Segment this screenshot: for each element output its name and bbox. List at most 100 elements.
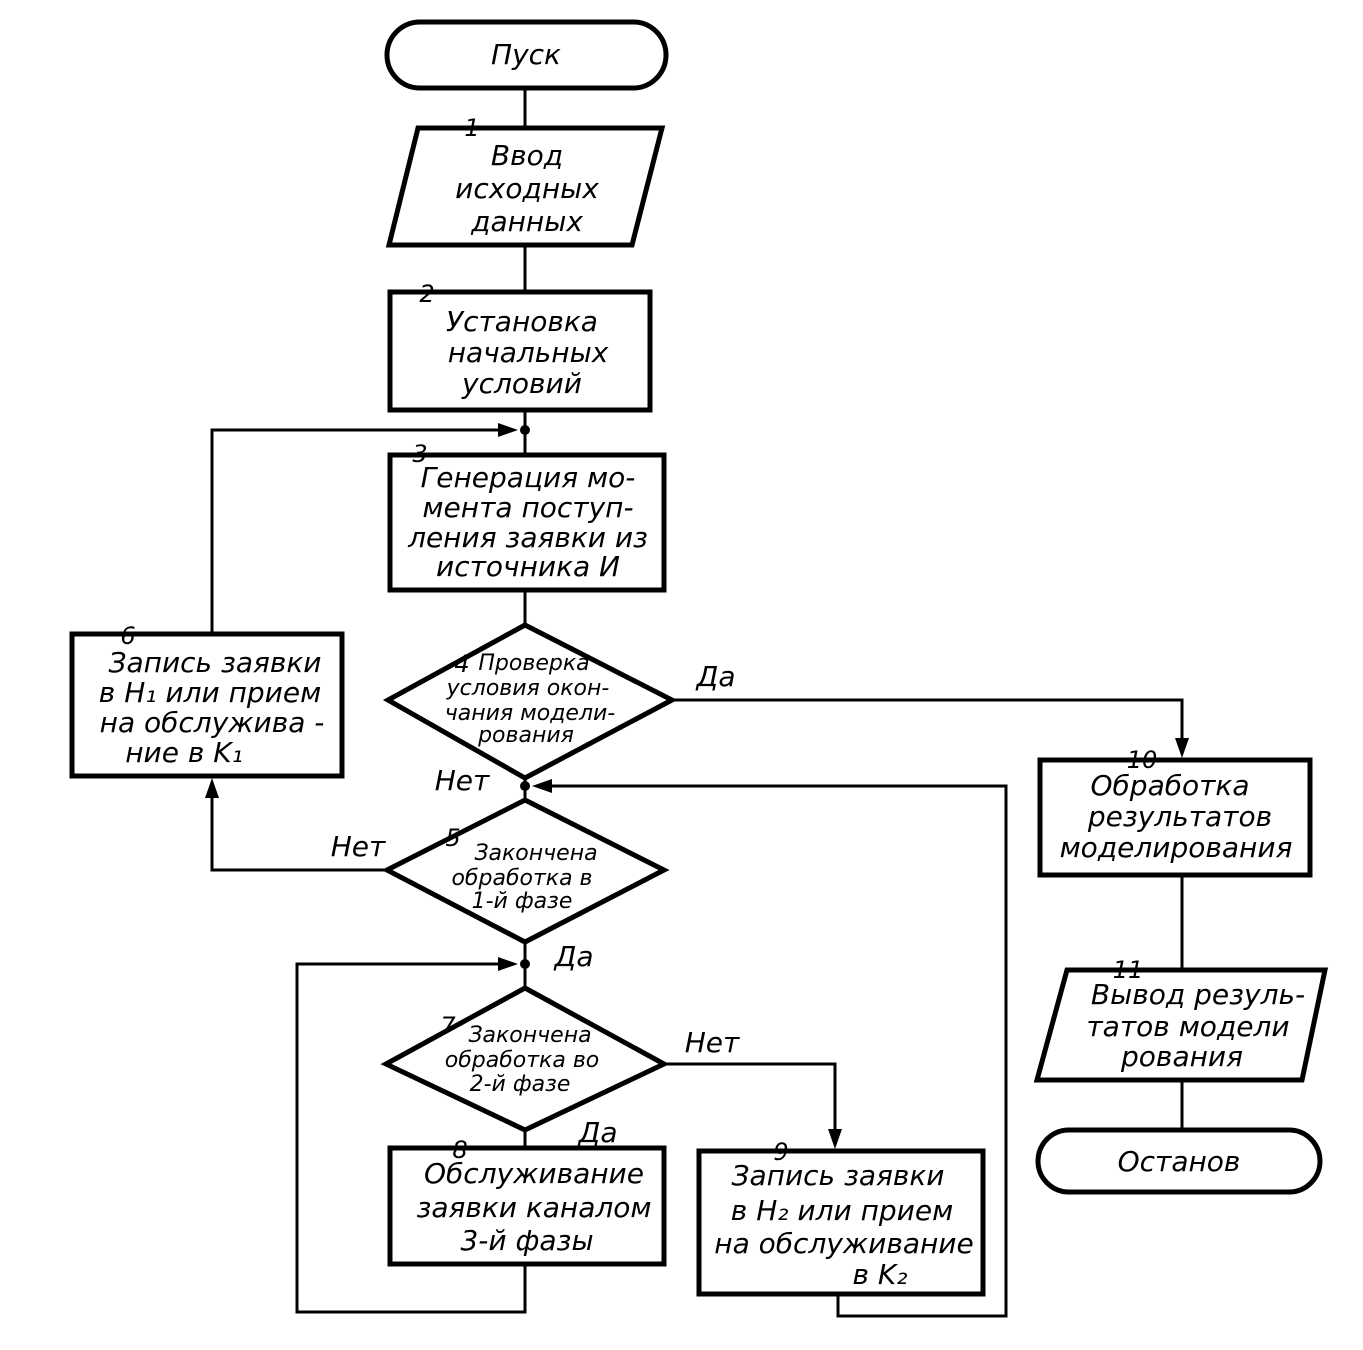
block-8-process: 8 Обслуживание заявки каналом 3-й фазы xyxy=(387,1136,667,1267)
start-shape xyxy=(384,19,669,91)
block-4-number: 4 xyxy=(454,650,469,678)
block-1-shape xyxy=(385,125,666,248)
branch-label-5-yes: Да xyxy=(552,940,593,973)
block-6-number: 6 xyxy=(120,622,135,650)
block-6-shape xyxy=(69,631,345,779)
block-10-shape xyxy=(1037,757,1313,878)
block-9-shape xyxy=(696,1148,986,1297)
arrowhead-into-b7-junction xyxy=(498,957,518,971)
block-3-line-1: Генерация мо- xyxy=(421,461,636,494)
block-3-number: 3 xyxy=(412,440,427,468)
block-11-number: 11 xyxy=(1113,956,1144,984)
stop-terminator: Останов xyxy=(1035,1127,1323,1195)
block-2-line-3: условий xyxy=(461,367,582,400)
block-5-line-3: 1-й фазе xyxy=(472,889,573,914)
arrowhead-into-b10 xyxy=(1175,738,1189,758)
block-5-line-1: Закончена xyxy=(474,841,597,866)
block-9-line-3: на обслуживание xyxy=(714,1227,973,1260)
block-4-line-4: рования xyxy=(477,723,574,748)
block-6-line-3: на обслужива - xyxy=(100,706,325,739)
block-6-line-1: Запись заявки xyxy=(109,646,322,679)
stop-label: Останов xyxy=(1118,1145,1241,1178)
block-8-line-1: Обслуживание xyxy=(424,1157,644,1190)
block-2-process: 2 Установка начальных условий xyxy=(387,280,653,413)
block-9-line-2: в H₂ или прием xyxy=(731,1194,953,1227)
arrowheads xyxy=(205,423,1189,1149)
block-5-decision: 5 Закончена обработка в 1-й фазе xyxy=(381,797,670,945)
junction-dot-b7 xyxy=(520,959,530,969)
block-8-number: 8 xyxy=(452,1136,467,1164)
edge-b9-loop-b5 xyxy=(538,784,1008,1318)
block-10-line-2: результатов xyxy=(1087,800,1272,833)
block-9-line-4: в K₂ xyxy=(853,1258,908,1291)
branch-labels: Да Нет Нет Да Нет Да xyxy=(331,660,740,1149)
block-5-number: 5 xyxy=(445,824,460,852)
block-3-shape xyxy=(387,452,667,593)
block-11-output: 11 Вывод резуль- татов модели рования xyxy=(1033,956,1329,1083)
branch-label-5-no: Нет xyxy=(331,830,386,863)
block-8-line-2: заявки каналом xyxy=(416,1191,651,1224)
block-4-line-3: чания модели- xyxy=(445,701,616,726)
stop-shape xyxy=(1035,1127,1323,1195)
block-11-line-1: Вывод резуль- xyxy=(1091,978,1305,1011)
block-3-line-2: мента поступ- xyxy=(422,491,633,524)
block-2-shape xyxy=(387,289,653,413)
block-7-line-1: Закончена xyxy=(468,1023,591,1048)
junction-dot-b5 xyxy=(520,781,530,791)
block-7-number: 7 xyxy=(440,1012,456,1040)
block-11-line-3: рования xyxy=(1120,1040,1243,1073)
block-3-process: 3 Генерация мо- мента поступ- ления заяв… xyxy=(387,440,667,593)
block-3-line-4: источника И xyxy=(436,550,620,583)
block-2-line-2: начальных xyxy=(448,336,609,369)
block-3-line-3: ления заявки из xyxy=(407,521,648,554)
edge-b6-loop-b3 xyxy=(210,428,512,634)
block-1-line-1: Ввод xyxy=(491,139,563,172)
block-4-line-1: Проверка xyxy=(478,651,589,676)
block-4-decision: 4 Проверка условия окон- чания модели- р… xyxy=(382,622,678,781)
block-7-decision: 7 Закончена обработка во 2-й фазе xyxy=(380,985,670,1133)
block-7-shape xyxy=(380,985,670,1133)
block-10-line-3: моделирования xyxy=(1060,831,1293,864)
arrowhead-into-b3-junction xyxy=(498,423,518,437)
block-10-line-1: Обработка xyxy=(1090,769,1249,802)
block-1-line-3: данных xyxy=(470,205,583,238)
edge-b8-loop-b7 xyxy=(295,962,527,1314)
block-10-process: 10 Обработка результатов моделирования xyxy=(1037,746,1313,878)
block-7-line-2: обработка во xyxy=(445,1048,600,1073)
branch-label-7-no: Нет xyxy=(685,1026,740,1059)
start-label: Пуск xyxy=(491,38,561,71)
arrowhead-into-b6 xyxy=(205,778,219,798)
block-9-line-1: Запись заявки xyxy=(732,1159,945,1192)
block-4-line-2: условия окон- xyxy=(446,676,610,701)
branch-label-7-yes: Да xyxy=(576,1116,617,1149)
block-7-line-3: 2-й фазе xyxy=(470,1072,571,1097)
block-5-shape xyxy=(381,797,670,945)
block-11-shape xyxy=(1033,967,1329,1083)
block-6-process: 6 Запись заявки в H₁ или прием на обслуж… xyxy=(69,622,345,779)
block-5-line-2: обработка в xyxy=(451,866,592,891)
block-9-number: 9 xyxy=(773,1138,788,1166)
block-11-line-2: татов модели xyxy=(1086,1010,1289,1043)
block-1-line-2: исходных xyxy=(455,172,599,205)
block-6-line-2: в H₁ или прием xyxy=(99,676,321,709)
block-10-number: 10 xyxy=(1127,746,1158,774)
block-8-shape xyxy=(387,1145,667,1267)
connectors xyxy=(210,88,1184,1318)
block-2-number: 2 xyxy=(419,280,434,308)
arrowhead-into-b9 xyxy=(828,1129,842,1149)
edge-b5-no-b6 xyxy=(210,792,387,872)
edge-b4-yes-b10 xyxy=(672,698,1184,744)
block-2-line-1: Установка xyxy=(446,305,598,338)
block-8-line-3: 3-й фазы xyxy=(460,1224,593,1257)
block-6-line-4: ние в K₁ xyxy=(125,736,243,769)
branch-label-4-no: Нет xyxy=(435,764,490,797)
branch-label-4-yes: Да xyxy=(694,660,735,693)
block-1-number: 1 xyxy=(464,114,479,142)
start-terminator: Пуск xyxy=(384,19,669,91)
block-1-input: 1 Ввод исходных данных xyxy=(385,114,666,248)
block-9-process: 9 Запись заявки в H₂ или прием на обслуж… xyxy=(696,1138,986,1297)
arrowhead-into-b5-junction xyxy=(532,779,552,793)
block-4-shape xyxy=(382,622,678,781)
junction-dot-b3 xyxy=(520,425,530,435)
